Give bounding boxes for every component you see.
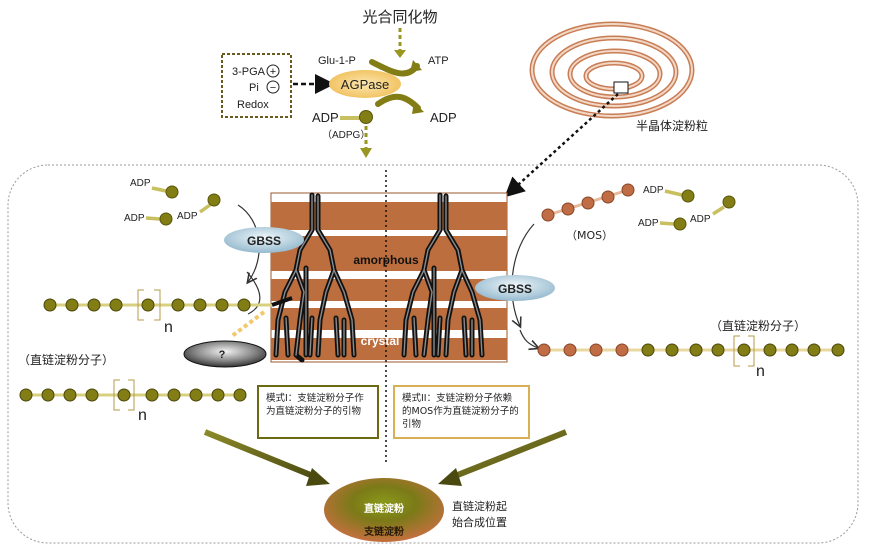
initiation-site xyxy=(324,478,444,542)
left-convergence-arrow xyxy=(203,429,320,481)
adp-left-label: ADP xyxy=(312,110,339,125)
regulator-pga: 3-PGA xyxy=(232,66,266,78)
site-label-line2: 始合成位置 xyxy=(452,515,507,529)
right-convergence-arrow xyxy=(448,429,568,481)
n-right: n xyxy=(756,363,765,380)
svg-text:+: + xyxy=(270,66,276,78)
left-amylose-label: （直链淀粉分子） xyxy=(18,352,114,367)
amylopectin-left xyxy=(273,192,357,363)
amylose-core-label: 直链淀粉 xyxy=(364,502,404,515)
adpg-glucose xyxy=(359,110,373,124)
inhibitor-icon xyxy=(266,80,280,94)
activator-icon xyxy=(266,64,280,78)
adp-curve xyxy=(375,93,421,111)
adp-right-label: ADP xyxy=(430,110,457,125)
adpg-label: （ADPG） xyxy=(322,129,370,141)
svg-text:−: − xyxy=(270,82,276,94)
site-label-line1: 直链淀粉起 xyxy=(452,499,507,513)
right-adp-1: ADP xyxy=(643,185,664,196)
adpg-arrow xyxy=(360,148,372,158)
left-adp-3: ADP xyxy=(177,211,198,222)
amylose-chain-right xyxy=(537,335,845,367)
amylopectin-right xyxy=(401,192,485,358)
right-amylose-label: （直链淀粉分子） xyxy=(710,318,806,333)
agpase-label: AGPase xyxy=(341,77,389,92)
amylose-chain-left-lower xyxy=(19,379,247,411)
mode-i-box: 模式I：支链淀粉分子作为直链淀粉分子的引物 xyxy=(257,385,379,439)
photosynthate-label: 光合同化物 xyxy=(362,8,437,26)
amylose-chain-left-upper xyxy=(43,289,293,321)
granule-zoom-arrow xyxy=(504,93,619,198)
n-lower-left: n xyxy=(138,407,147,424)
mode-ii-box: 模式II：支链淀粉分子依赖的MOS作为直链淀粉分子的引物 xyxy=(393,385,530,439)
mos-label: （MOS） xyxy=(566,229,613,242)
mode-i-text: 模式I：支链淀粉分子作为直链淀粉分子的引物 xyxy=(266,393,364,417)
amorphous-label: amorphous xyxy=(353,253,419,267)
plastid-boundary xyxy=(7,164,859,544)
granule-label: 半晶体淀粉粒 xyxy=(636,118,708,133)
crystal-label: crystal xyxy=(361,334,400,348)
regulator-pi: Pi xyxy=(249,82,259,94)
left-adp-2: ADP xyxy=(124,213,145,224)
right-adp-3: ADP xyxy=(690,214,711,225)
unknown-label: ? xyxy=(219,349,226,361)
glu1p-label: Glu-1-P xyxy=(318,55,356,67)
gbss-right-label: GBSS xyxy=(498,282,532,296)
agpase-enzyme xyxy=(329,70,401,98)
starch-granule-icon xyxy=(529,21,695,119)
gbss-right-enzyme xyxy=(475,275,555,301)
amylopectin-shell-label: 支链淀粉 xyxy=(363,525,404,538)
gbss-left-label: GBSS xyxy=(247,234,281,248)
right-adp-2: ADP xyxy=(638,218,659,229)
regulator-redox: Redox xyxy=(237,99,269,111)
left-adp-1: ADP xyxy=(130,178,151,189)
gbss-left-enzyme xyxy=(224,227,304,253)
mos-chain xyxy=(541,183,635,222)
atp-label: ATP xyxy=(428,55,449,67)
n-upper-left: n xyxy=(164,319,173,336)
mode-ii-text: 模式II：支链淀粉分子依赖的MOS作为直链淀粉分子的引物 xyxy=(402,393,519,430)
regulator-box xyxy=(221,53,292,118)
unknown-factor xyxy=(183,340,267,368)
